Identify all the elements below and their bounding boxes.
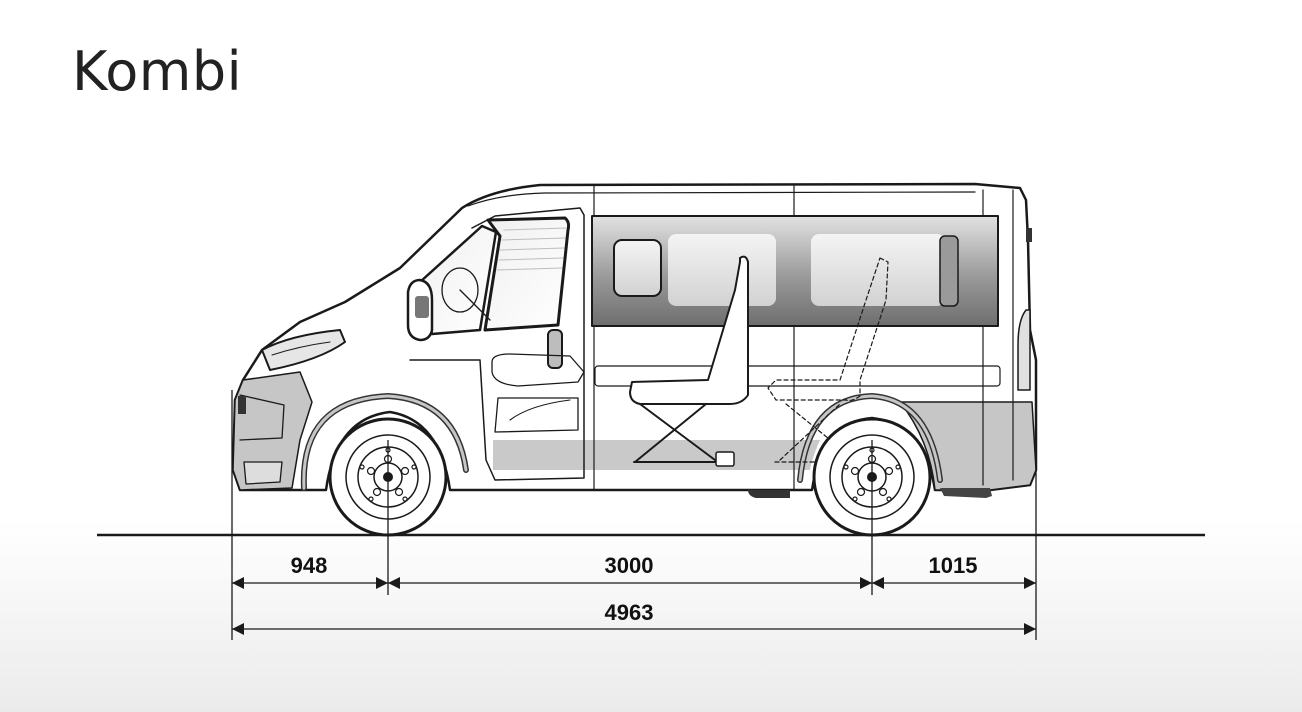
dimension-labels: 948 3000 1015 4963 bbox=[291, 553, 978, 625]
door-handle bbox=[547, 329, 563, 369]
cab-window bbox=[483, 216, 571, 332]
window-pane-middle bbox=[668, 234, 776, 306]
side-skirt bbox=[493, 440, 820, 470]
passenger-seat-rear-hidden bbox=[767, 257, 889, 463]
arrow-head bbox=[872, 577, 884, 589]
front-seat bbox=[491, 353, 585, 433]
window-pane-rear bbox=[811, 234, 945, 306]
arrow-head bbox=[376, 577, 388, 589]
arrow-head bbox=[232, 623, 244, 635]
arrow-head bbox=[1024, 623, 1036, 635]
rear-bumper bbox=[899, 401, 1037, 491]
page-title: Kombi bbox=[72, 40, 243, 103]
arrow-head bbox=[388, 577, 400, 589]
passenger-seat-middle bbox=[629, 255, 749, 405]
rear-lamp bbox=[1017, 309, 1031, 391]
dimension-lines bbox=[231, 380, 1037, 640]
arrow-head bbox=[1024, 577, 1036, 589]
van-body bbox=[231, 182, 1038, 498]
window-pane-small bbox=[613, 239, 662, 297]
cab-door-outline bbox=[409, 207, 585, 481]
rear-overhang-label: 1015 bbox=[929, 553, 978, 578]
side-rub-strip bbox=[594, 365, 1001, 387]
headlight bbox=[261, 329, 346, 371]
wheelbase-label: 3000 bbox=[605, 553, 654, 578]
overall-length-label: 4963 bbox=[605, 600, 654, 625]
arrow-head bbox=[860, 577, 872, 589]
front-overhang-label: 948 bbox=[291, 553, 328, 578]
arrow-head bbox=[232, 577, 244, 589]
front-bumper bbox=[232, 371, 313, 491]
wheel-bolts bbox=[359, 447, 901, 502]
